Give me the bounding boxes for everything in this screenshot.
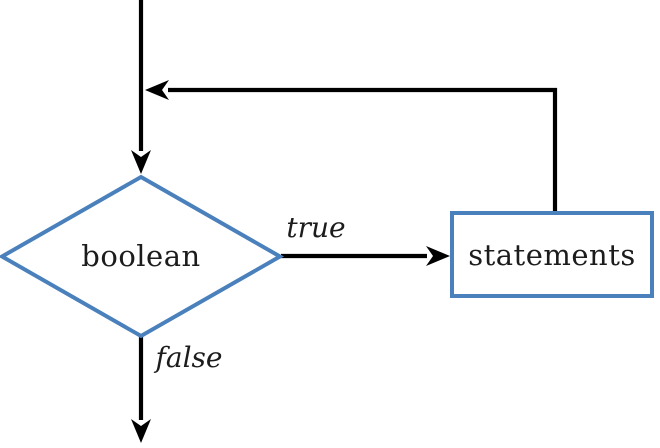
loop-back-arrow bbox=[145, 80, 558, 211]
decision-diamond-shape bbox=[0, 174, 285, 339]
process-rectangle-shape bbox=[450, 211, 654, 298]
